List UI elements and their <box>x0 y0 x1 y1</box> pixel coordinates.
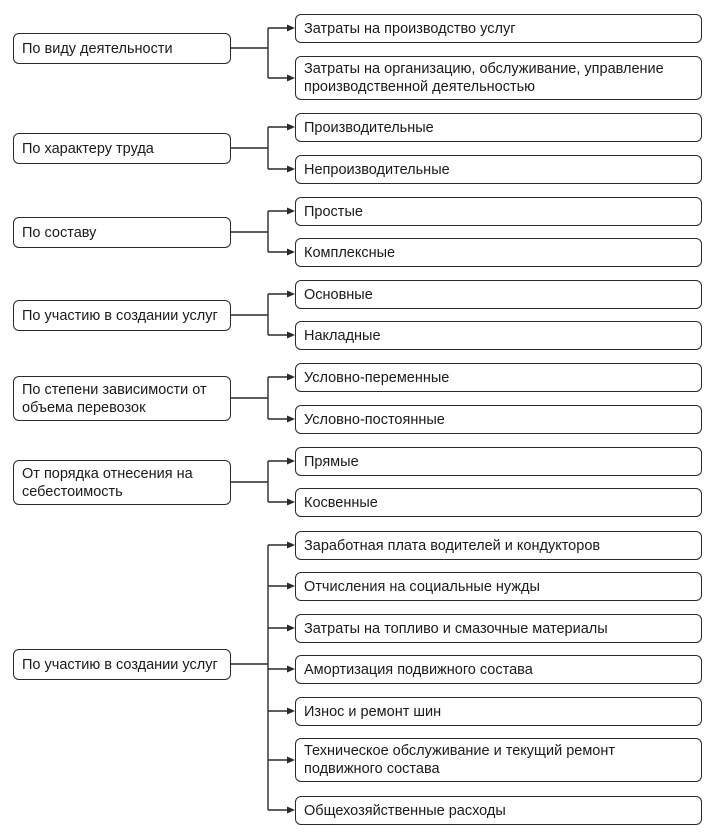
category-box-service-participation: По участию в создании услуг <box>13 300 231 331</box>
arrowhead-icon <box>287 582 295 590</box>
item-box: Затраты на производство услуг <box>295 14 702 43</box>
arrowhead-icon <box>287 457 295 465</box>
category-label: По участию в создании услуг <box>22 656 218 673</box>
category-label: По составу <box>22 224 97 241</box>
item-box: Амортизация подвижного состава <box>295 655 702 684</box>
category-box-activity-type: По виду деятельности <box>13 33 231 64</box>
item-label: Затраты на топливо и смазочные материалы <box>304 620 608 637</box>
category-box-service-participation-2: По участию в создании услуг <box>13 649 231 680</box>
item-box: Комплексные <box>295 238 702 267</box>
category-box-composition: По составу <box>13 217 231 248</box>
arrowhead-icon <box>287 331 295 339</box>
item-label: Непроизводительные <box>304 161 450 178</box>
item-box: Основные <box>295 280 702 309</box>
item-box: Прямые <box>295 447 702 476</box>
arrowhead-icon <box>287 74 295 82</box>
item-box: Общехозяйственные расходы <box>295 796 702 825</box>
item-label: Косвенные <box>304 494 378 511</box>
category-label: По степени зависимости от объема перевоз… <box>22 381 207 416</box>
item-label: Условно-постоянные <box>304 411 445 428</box>
category-label: По характеру труда <box>22 140 154 157</box>
arrowhead-icon <box>287 498 295 506</box>
category-label: По виду деятельности <box>22 40 173 57</box>
arrowhead-icon <box>287 165 295 173</box>
category-box-labor-nature: По характеру труда <box>13 133 231 164</box>
item-box: Косвенные <box>295 488 702 517</box>
category-label: По участию в создании услуг <box>22 307 218 324</box>
item-label: Затраты на производство услуг <box>304 20 516 37</box>
arrowhead-icon <box>287 373 295 381</box>
item-box: Техническое обслуживание и текущий ремон… <box>295 738 702 782</box>
item-label: Износ и ремонт шин <box>304 703 442 720</box>
category-label: От порядка отнесения на себестоимость <box>22 465 193 500</box>
arrowhead-icon <box>287 541 295 549</box>
arrowhead-icon <box>287 756 295 764</box>
item-label: Общехозяйственные расходы <box>304 802 506 819</box>
arrowhead-icon <box>287 24 295 32</box>
item-label: Техническое обслуживание и текущий ремон… <box>304 743 616 777</box>
item-label: Накладные <box>304 327 381 344</box>
item-box: Износ и ремонт шин <box>295 697 702 726</box>
item-box: Отчисления на социальные нужды <box>295 572 702 601</box>
arrowhead-icon <box>287 290 295 298</box>
arrowhead-icon <box>287 248 295 256</box>
arrowhead-icon <box>287 665 295 673</box>
item-label: Условно-переменные <box>304 369 450 386</box>
item-box: Производительные <box>295 113 702 142</box>
arrowhead-icon <box>287 624 295 632</box>
arrowhead-icon <box>287 415 295 423</box>
arrowhead-icon <box>287 707 295 715</box>
arrowhead-icon <box>287 123 295 131</box>
item-box: Заработная плата водителей и кондукторов <box>295 531 702 560</box>
item-label: Отчисления на социальные нужды <box>304 578 540 595</box>
item-label: Простые <box>304 203 363 220</box>
category-box-cost-attribution: От порядка отнесения на себестоимость <box>13 460 231 505</box>
arrowhead-icon <box>287 806 295 814</box>
item-box: Непроизводительные <box>295 155 702 184</box>
item-box: Простые <box>295 197 702 226</box>
item-box: Накладные <box>295 321 702 350</box>
category-box-volume-dependence: По степени зависимости от объема перевоз… <box>13 376 231 421</box>
item-label: Заработная плата водителей и кондукторов <box>304 537 601 554</box>
item-box: Условно-постоянные <box>295 405 702 434</box>
item-label: Комплексные <box>304 244 396 261</box>
item-box: Затраты на топливо и смазочные материалы <box>295 614 702 643</box>
item-label: Производительные <box>304 119 434 136</box>
item-box: Условно-переменные <box>295 363 702 392</box>
item-label: Основные <box>304 286 373 303</box>
item-label: Амортизация подвижного состава <box>304 661 533 678</box>
item-label: Прямые <box>304 453 359 470</box>
item-box: Затраты на организацию, обслуживание, уп… <box>295 56 702 100</box>
item-label: Затраты на организацию, обслуживание, уп… <box>304 61 664 95</box>
arrowhead-icon <box>287 207 295 215</box>
